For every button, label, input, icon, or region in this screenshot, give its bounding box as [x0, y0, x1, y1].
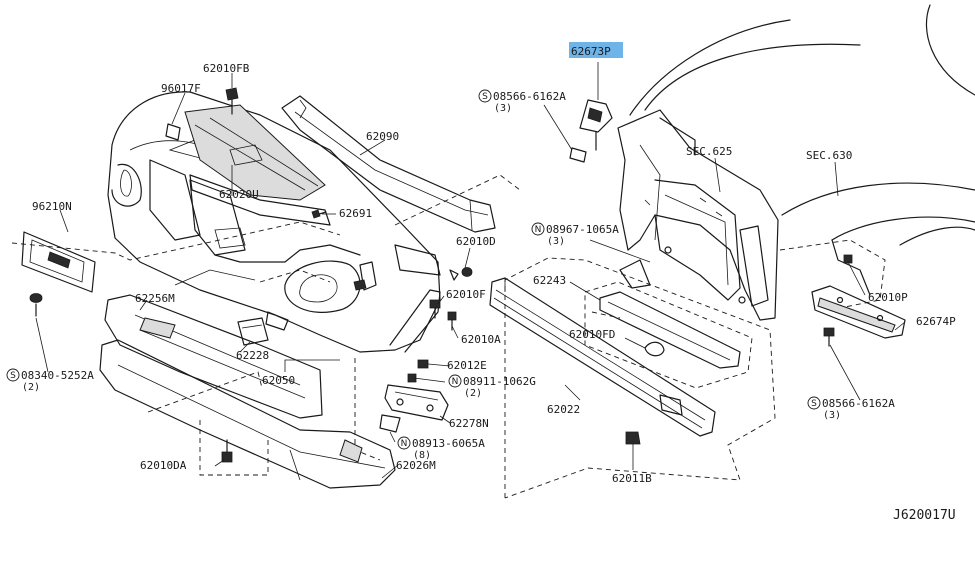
front-bumper-fascia: [107, 91, 441, 353]
label-62256M: 62256M: [135, 292, 175, 305]
nut-badge: N: [452, 377, 459, 387]
label-62010D: 62010D: [456, 235, 496, 248]
screw-badge: S: [811, 399, 817, 409]
lower-spoiler-62026M: [99, 339, 396, 489]
label-08967-1065A: 08967-1065A: [546, 223, 619, 236]
screw-badge: S: [10, 371, 16, 381]
fasteners: [29, 87, 853, 463]
label-qty-2-mid: (2): [464, 388, 482, 399]
label-qty-3-top: (3): [494, 103, 512, 114]
label-qty-2-left: (2): [22, 382, 40, 393]
energy-absorber-62090: [281, 95, 496, 233]
upper-grille-62020U: [184, 104, 331, 249]
label-96017F: 96017F: [161, 82, 201, 95]
part-highlight-62673P: [569, 42, 623, 58]
label-62026M: 62026M: [396, 459, 436, 472]
label-62010A: 62010A: [461, 333, 501, 346]
label-62010F: 62010F: [446, 288, 486, 301]
label-sec630: SEC.630: [806, 149, 852, 162]
label-62674P: 62674P: [916, 315, 956, 328]
side-bracket-62278N: [379, 384, 449, 433]
label-qty-3-mid: (3): [547, 236, 565, 247]
nut-badge: N: [535, 225, 542, 235]
fog-lamp-cover-62228: [237, 311, 289, 346]
label-62010P: 62010P: [868, 291, 908, 304]
fender-sec630: [629, 4, 975, 296]
label-62012E: 62012E: [447, 359, 487, 372]
label-62278N: 62278N: [449, 417, 489, 430]
license-plate-bracket-96210N: [21, 231, 96, 293]
label-08340-5252A: 08340-5252A: [21, 369, 94, 382]
label-qty-3-right: (3): [823, 410, 841, 421]
label-08566-6162A-top: 08566-6162A: [493, 90, 566, 103]
label-62228: 62228: [236, 349, 269, 362]
label-62673P: 62673P: [571, 45, 611, 58]
lower-grille-62256M: [104, 294, 323, 419]
label-qty-8: (8): [413, 450, 431, 461]
label-62691: 62691: [339, 207, 372, 220]
nut-badge: N: [401, 439, 408, 449]
support-bar-62243: [599, 291, 741, 369]
label-62010FD: 62010FD: [569, 328, 615, 341]
label-62010DA: 62010DA: [140, 459, 187, 472]
bumper-reinforcement-62022: [489, 277, 716, 437]
label-62011B: 62011B: [612, 472, 652, 485]
hood-latch-62673P: [569, 99, 613, 163]
label-62020U: 62020U: [219, 188, 259, 201]
label-62050: 62050: [262, 374, 295, 387]
bracket-62674P: [811, 285, 906, 339]
label-08566-6162A-right: 08566-6162A: [822, 397, 895, 410]
label-62243: 62243: [533, 274, 566, 287]
label-96210N: 96210N: [32, 200, 72, 213]
reference-badges: S N S N N S: [6, 89, 821, 450]
label-62090: 62090: [366, 130, 399, 143]
radiator-core-support: [617, 109, 779, 321]
leader-lines: [35, 62, 906, 479]
label-08911-1062G: 08911-1062G: [463, 375, 536, 388]
diagram-id: J620017U: [893, 508, 956, 523]
label-08913-6065A: 08913-6065A: [412, 437, 485, 450]
label-62022: 62022: [547, 403, 580, 416]
part-labels: 62673P 08566-6162A (3) SEC.625 SEC.630 6…: [21, 45, 956, 485]
label-sec625: SEC.625: [686, 145, 732, 158]
screw-badge: S: [482, 92, 488, 102]
label-62010FB: 62010FB: [203, 62, 250, 75]
